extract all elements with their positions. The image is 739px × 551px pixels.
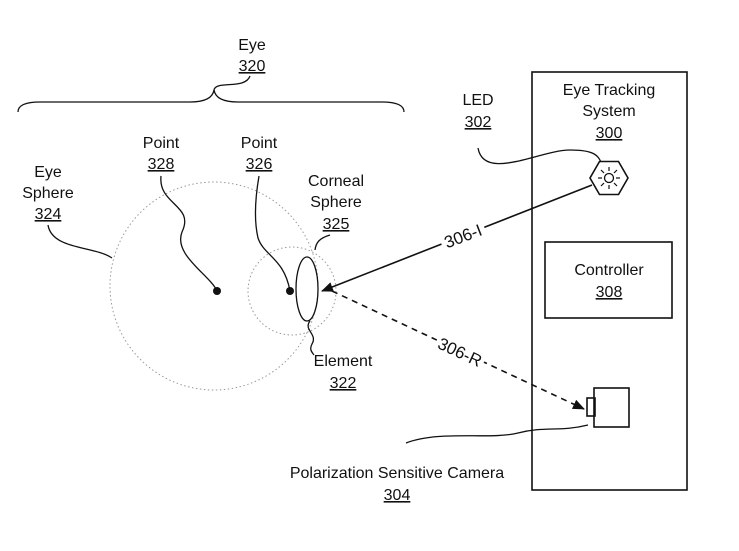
- corneal-sphere-leader: [315, 235, 330, 250]
- element-ellipse: [296, 257, 318, 321]
- corneal-sphere-label-line1: Corneal: [308, 173, 364, 190]
- element-leader: [308, 321, 314, 355]
- eye-tracking-system-label-line1: Eye Tracking: [563, 82, 655, 99]
- eye-tracking-system-label-line2: System: [582, 103, 635, 120]
- element-ref: 322: [330, 375, 357, 392]
- camera-ref: 304: [384, 487, 411, 504]
- point-328-leader: [161, 176, 217, 291]
- eye-sphere-label-line1: Eye: [34, 164, 62, 181]
- corneal-sphere-label-line2: Sphere: [310, 194, 362, 211]
- eye-ref: 320: [239, 58, 266, 75]
- point-326-leader: [256, 176, 291, 291]
- controller-ref: 308: [596, 284, 623, 301]
- eye-brace: [18, 90, 404, 112]
- eye-label: Eye: [238, 37, 266, 54]
- controller-box: [545, 242, 672, 318]
- point-328-dot: [213, 287, 221, 295]
- element-label: Element: [314, 353, 373, 370]
- eye-leader: [214, 76, 250, 90]
- camera-icon: [587, 388, 629, 427]
- point-326-label: Point: [241, 135, 278, 152]
- controller-label: Controller: [574, 262, 644, 279]
- camera-label: Polarization Sensitive Camera: [290, 465, 504, 482]
- point-328-ref: 328: [148, 156, 175, 173]
- eye-sphere-label-line2: Sphere: [22, 185, 74, 202]
- point-326-dot: [286, 287, 294, 295]
- led-icon: [590, 162, 628, 195]
- led-ref: 302: [465, 114, 492, 131]
- camera-leader: [406, 425, 588, 443]
- led-label: LED: [462, 92, 493, 109]
- eye-sphere-ref: 324: [35, 206, 62, 223]
- led-leader: [478, 148, 601, 164]
- eye-tracking-system-ref: 300: [596, 125, 623, 142]
- point-328-label: Point: [143, 135, 180, 152]
- eye-sphere-leader: [48, 225, 112, 258]
- ray-incident-label: 306-I: [442, 221, 485, 253]
- point-326-ref: 326: [246, 156, 273, 173]
- corneal-sphere-ref: 325: [323, 216, 350, 233]
- ray-reflected-label: 306-R: [435, 334, 485, 371]
